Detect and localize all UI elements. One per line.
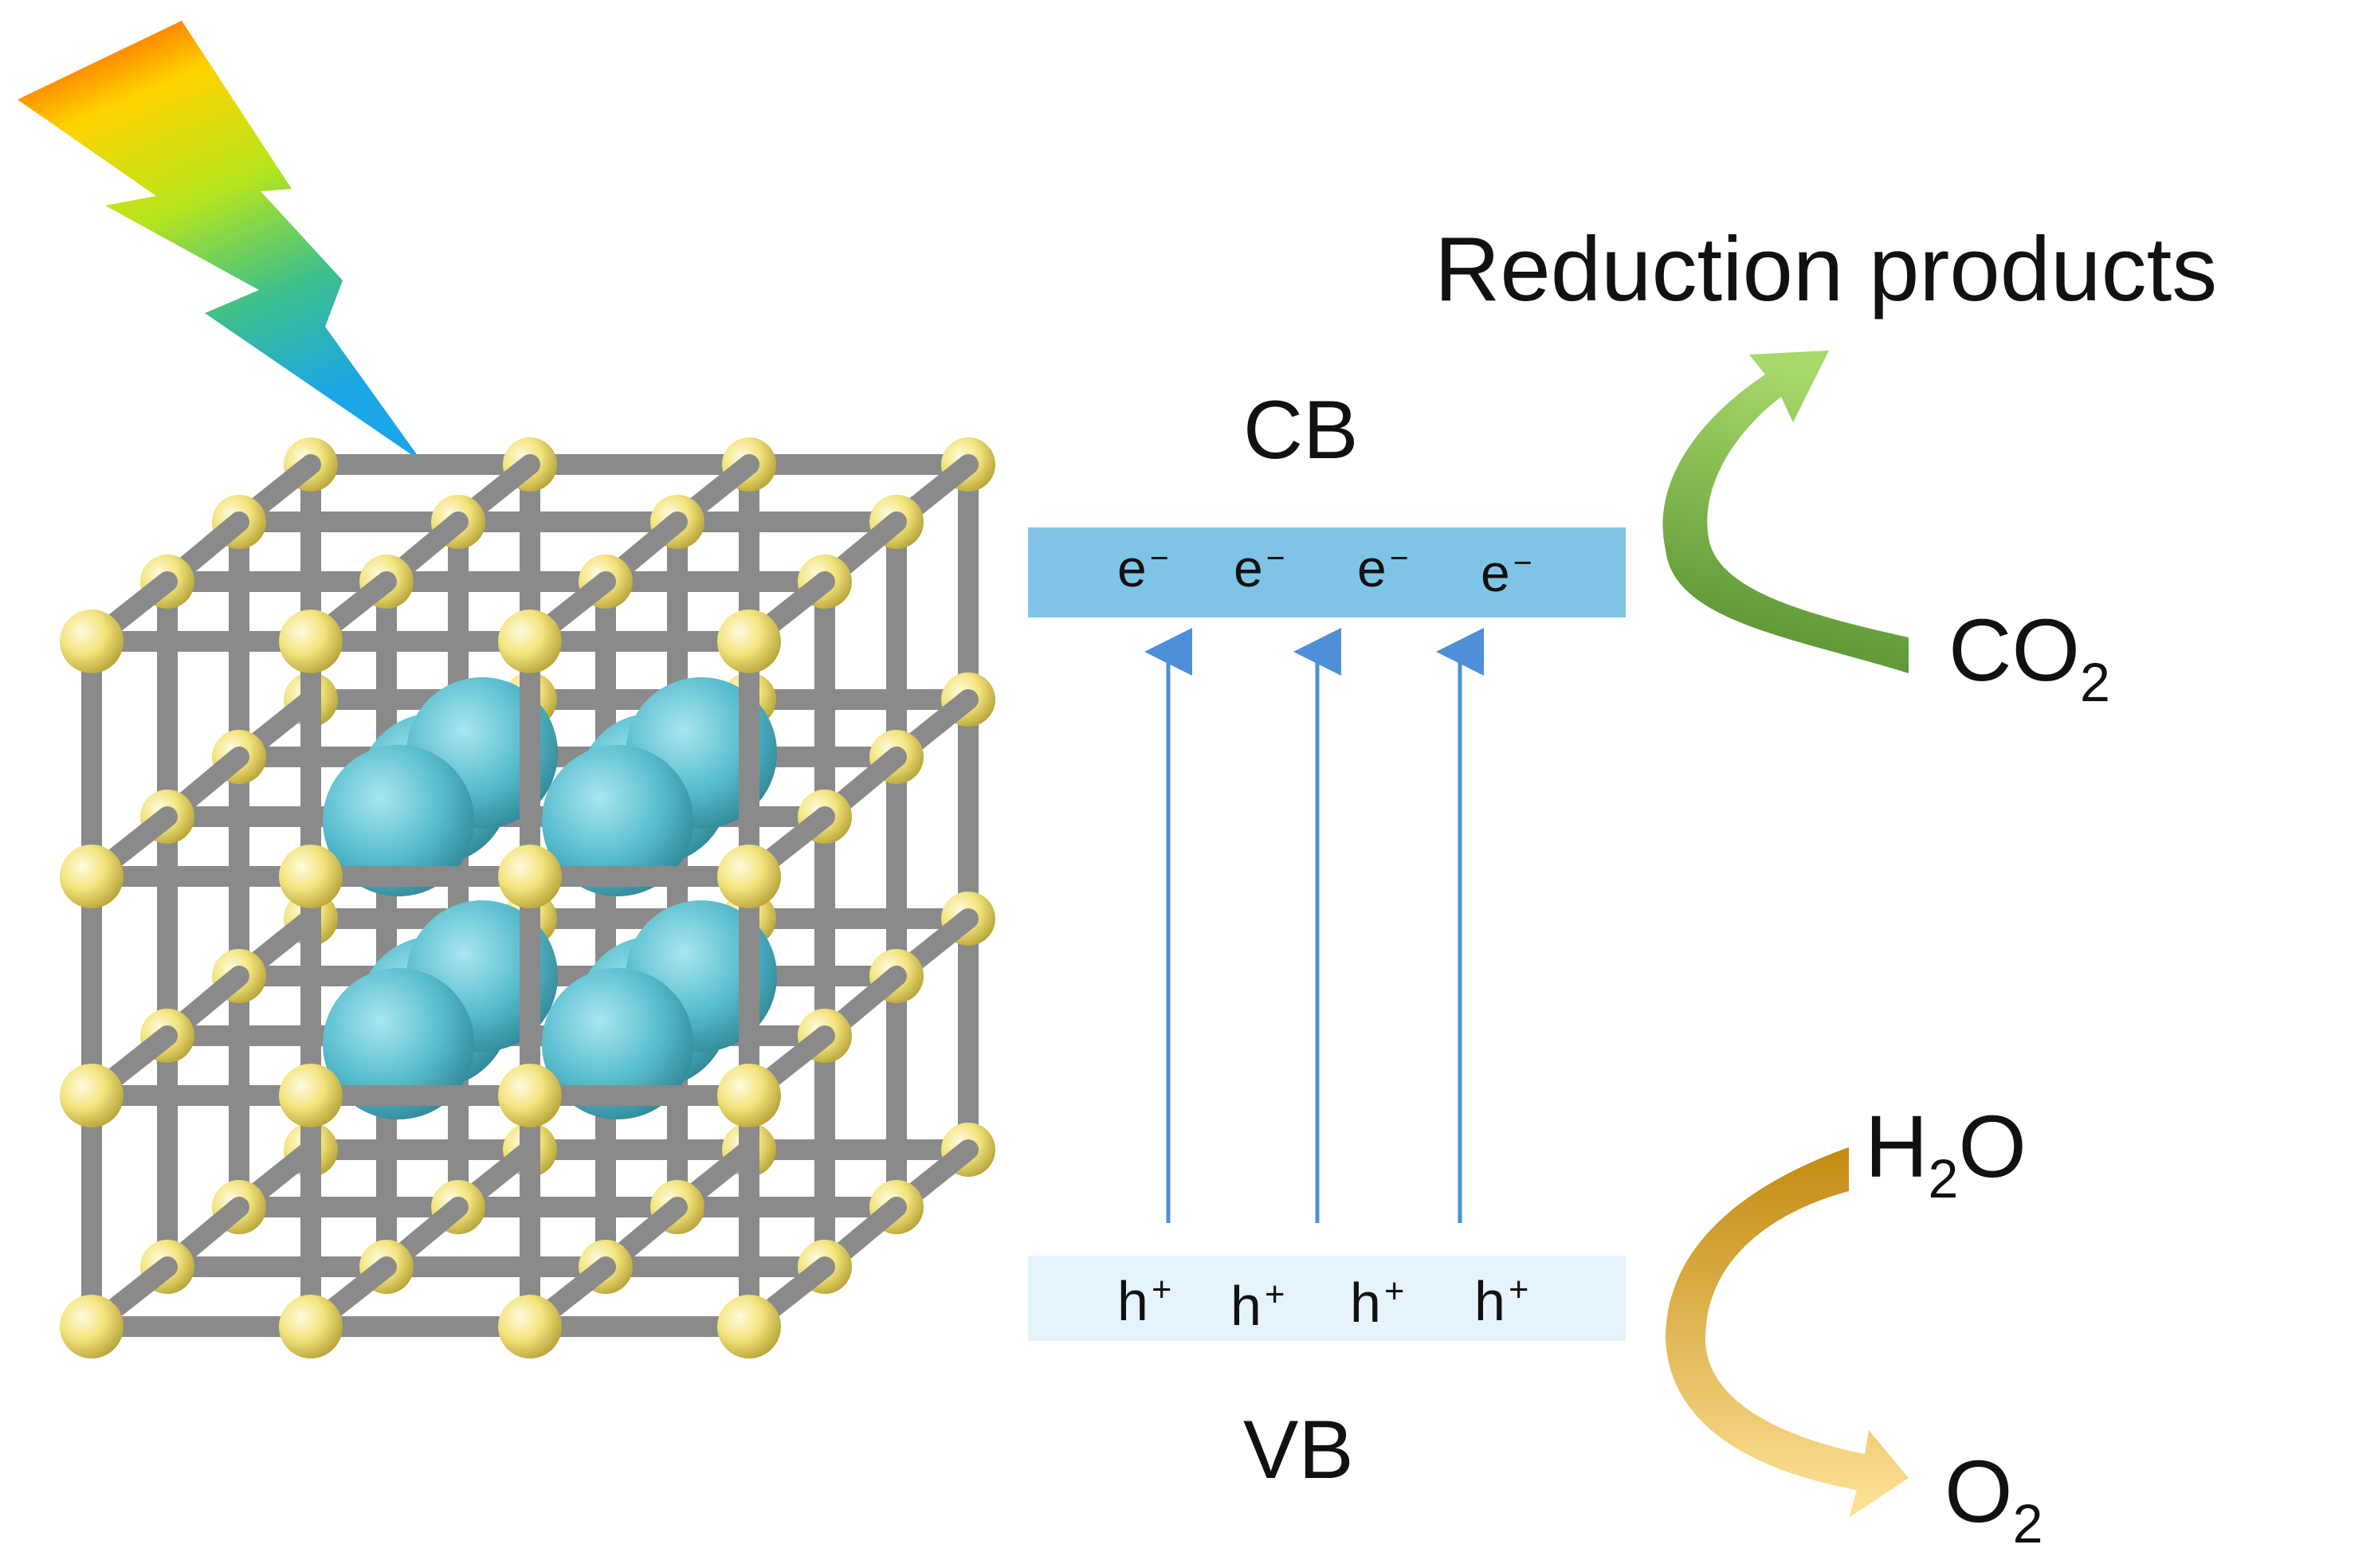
lightning-bolt-icon [18, 21, 422, 462]
electron-charge: − [1149, 539, 1169, 576]
co2-main: CO [1948, 602, 2080, 700]
guest-sphere [542, 745, 693, 896]
lattice-node [498, 1295, 562, 1358]
lattice-node [60, 845, 124, 908]
lattice-node [279, 845, 343, 908]
electron-symbol: e [1117, 539, 1147, 598]
cb-label: CB [1243, 384, 1359, 476]
hole-charge: + [1264, 1276, 1285, 1315]
lattice-node [60, 1295, 124, 1358]
electron-label: e− [1117, 539, 1169, 594]
electron-label: e− [1481, 543, 1532, 599]
conduction-band [1028, 527, 1626, 617]
guest-sphere [323, 968, 474, 1119]
hole-symbol: h [1474, 1270, 1505, 1332]
hole-symbol: h [1350, 1272, 1381, 1334]
valence-band [1028, 1256, 1626, 1341]
lattice-node [279, 1295, 343, 1358]
hole-label: h+ [1474, 1270, 1529, 1332]
co2-subscript: 2 [2080, 652, 2110, 713]
hole-label: h+ [1117, 1270, 1172, 1332]
lattice-node [279, 610, 343, 673]
vb-label: VB [1243, 1404, 1354, 1496]
reduction-arrow [1662, 351, 1909, 673]
electron-charge: − [1389, 539, 1409, 576]
electron-symbol: e [1357, 539, 1387, 598]
h2o-o: O [1958, 1098, 2027, 1196]
oxidation-arrow [1666, 1147, 1909, 1518]
reduction-products-label: Reduction products [1434, 219, 2218, 320]
o2-label: O2 [1944, 1448, 2043, 1552]
electron-charge: − [1265, 539, 1285, 576]
h2o-label: H2O [1865, 1103, 2027, 1207]
lattice-node [498, 1064, 562, 1127]
hole-charge: + [1151, 1271, 1172, 1310]
lattice-node [60, 1064, 124, 1127]
lattice-node [717, 1064, 781, 1127]
lattice-node [279, 1064, 343, 1127]
lattice-node [717, 1295, 781, 1358]
electron-charge: − [1513, 543, 1532, 581]
lattice-node [717, 845, 781, 908]
hole-label: h+ [1230, 1275, 1285, 1337]
hole-label: h+ [1350, 1272, 1405, 1334]
hole-charge: + [1508, 1271, 1529, 1310]
electron-label: e− [1234, 539, 1285, 594]
hole-symbol: h [1230, 1275, 1262, 1337]
o2-main: O [1944, 1443, 2013, 1541]
hole-symbol: h [1117, 1270, 1148, 1332]
electron-symbol: e [1234, 539, 1263, 598]
co2-label: CO2 [1948, 607, 2110, 711]
lattice-node [60, 610, 124, 673]
h2o-h: H [1865, 1098, 1929, 1196]
lattice-node [717, 610, 781, 673]
guest-sphere [323, 745, 474, 896]
lattice-front-layer [60, 610, 781, 1358]
lattice-node [498, 845, 562, 908]
electron-symbol: e [1481, 543, 1510, 602]
o2-subscript: 2 [2012, 1493, 2043, 1554]
electron-label: e− [1357, 539, 1409, 594]
hole-charge: + [1383, 1272, 1405, 1311]
lattice-node [498, 610, 562, 673]
h2o-subscript: 2 [1928, 1148, 1959, 1209]
guest-sphere [542, 968, 693, 1119]
